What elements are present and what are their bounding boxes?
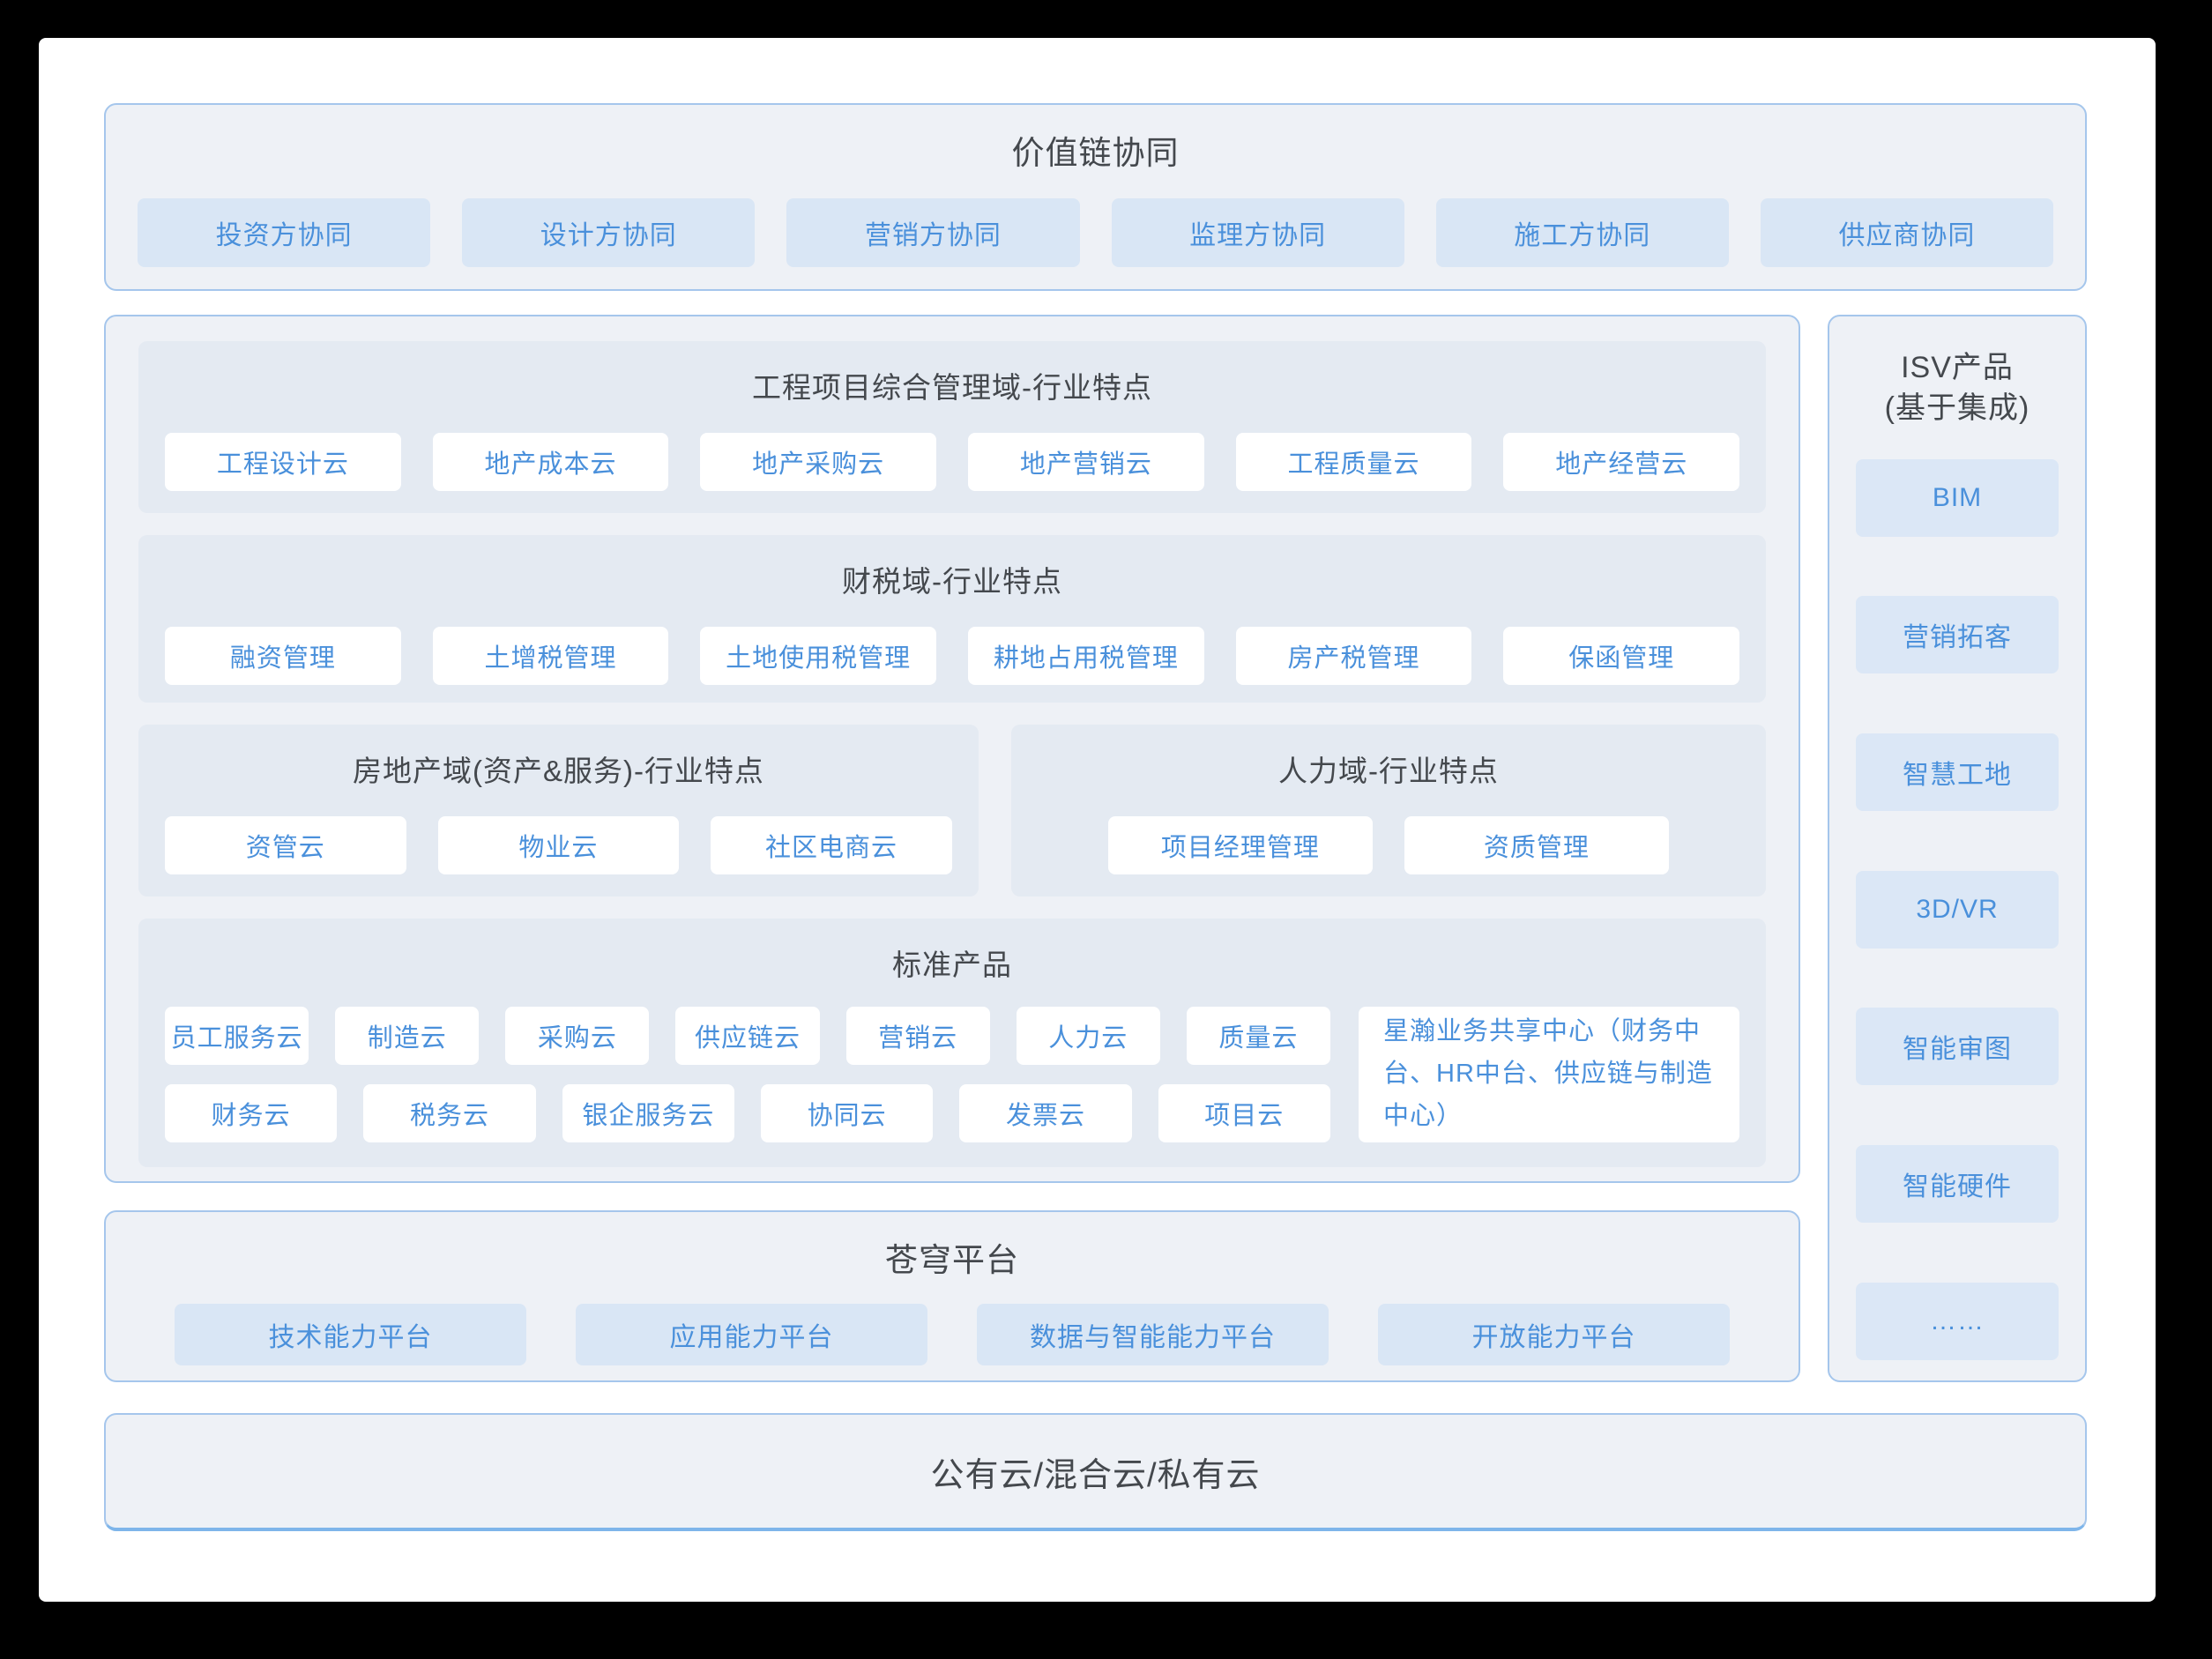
- standard-products-grid: 员工服务云 制造云 采购云 供应链云 营销云 人力云 质量云 财务云 税务云 银…: [165, 1007, 1330, 1142]
- chip-app-capability-platform: 应用能力平台: [576, 1304, 927, 1365]
- chip-project-cloud: 项目云: [1158, 1084, 1330, 1142]
- chip-supply-chain-cloud: 供应链云: [675, 1007, 820, 1065]
- engineering-domain-title: 工程项目综合管理域-行业特点: [752, 371, 1152, 404]
- value-chain-row: 投资方协同 设计方协同 营销方协同 监理方协同 施工方协同 供应商协同: [138, 198, 2054, 267]
- isv-item-3d-vr: 3D/VR: [1856, 870, 2059, 949]
- chip-bank-enterprise-service-cloud: 银企服务云: [562, 1084, 734, 1142]
- chip-open-capability-platform: 开放能力平台: [1378, 1304, 1730, 1365]
- human-resources-domain-row: 项目经理管理 资质管理: [1038, 816, 1739, 874]
- chip-realestate-cost-cloud: 地产成本云: [432, 433, 669, 491]
- chip-realestate-operation-cloud: 地产经营云: [1503, 433, 1740, 491]
- value-chain-section: 价值链协同 投资方协同 设计方协同 营销方协同 监理方协同 施工方协同 供应商协…: [104, 103, 2087, 291]
- isv-title-line1: ISV产品: [1901, 351, 2014, 384]
- finance-tax-domain-row: 融资管理 土增税管理 土地使用税管理 耕地占用税管理 房产税管理 保函管理: [165, 627, 1740, 685]
- cangqiong-platform-title: 苍穹平台: [885, 1242, 1019, 1278]
- standard-products-row1: 员工服务云 制造云 采购云 供应链云 营销云 人力云 质量云: [165, 1007, 1330, 1065]
- chip-engineering-design-cloud: 工程设计云: [165, 433, 401, 491]
- chip-property-cloud: 物业云: [437, 816, 680, 874]
- isv-item-bim: BIM: [1856, 458, 2059, 537]
- chip-quality-cloud: 质量云: [1186, 1007, 1330, 1065]
- isv-title-line2: (基于集成): [1884, 391, 2030, 425]
- cangqiong-platform-section: 苍穹平台 技术能力平台 应用能力平台 数据与智能能力平台 开放能力平台: [104, 1210, 1800, 1382]
- chip-tax-cloud: 税务云: [363, 1084, 536, 1142]
- human-resources-domain-title: 人力域-行业特点: [1277, 755, 1499, 787]
- isv-item-more: ……: [1856, 1282, 2059, 1360]
- standard-products-section: 标准产品 员工服务云 制造云 采购云 供应链云 营销云 人力云 质量云 财务云 …: [138, 919, 1766, 1167]
- chip-tech-capability-platform: 技术能力平台: [175, 1304, 526, 1365]
- chip-supplier-collab: 供应商协同: [1760, 198, 2054, 267]
- chip-property-tax-mgmt: 房产税管理: [1235, 627, 1472, 685]
- cangqiong-platform-row: 技术能力平台 应用能力平台 数据与智能能力平台 开放能力平台: [175, 1304, 1730, 1365]
- isv-item-smart-site: 智慧工地: [1856, 733, 2059, 812]
- chip-qualification-mgmt: 资质管理: [1404, 816, 1669, 874]
- isv-item-marketing-expansion: 营销拓客: [1856, 596, 2059, 674]
- standard-products-title: 标准产品: [892, 949, 1012, 981]
- architecture-diagram-page: 价值链协同 投资方协同 设计方协同 营销方协同 监理方协同 施工方协同 供应商协…: [39, 38, 2156, 1602]
- chip-guarantee-mgmt: 保函管理: [1503, 627, 1740, 685]
- standard-products-row2: 财务云 税务云 银企服务云 协同云 发票云 项目云: [165, 1084, 1330, 1142]
- real-estate-domain: 房地产域(资产&服务)-行业特点 资管云 物业云 社区电商云: [138, 725, 979, 896]
- chip-engineering-quality-cloud: 工程质量云: [1235, 433, 1472, 491]
- chip-marketing-cloud: 营销云: [845, 1007, 990, 1065]
- value-chain-title: 价值链协同: [1011, 135, 1180, 171]
- standard-products-body: 员工服务云 制造云 采购云 供应链云 营销云 人力云 质量云 财务云 税务云 银…: [165, 1007, 1739, 1142]
- chip-land-vat-mgmt: 土增税管理: [432, 627, 669, 685]
- engineering-domain: 工程项目综合管理域-行业特点 工程设计云 地产成本云 地产采购云 地产营销云 工…: [138, 341, 1766, 513]
- chip-collaboration-cloud: 协同云: [760, 1084, 934, 1142]
- chip-designer-collab: 设计方协同: [462, 198, 756, 267]
- isv-item-smart-hardware: 智能硬件: [1856, 1145, 2059, 1224]
- chip-procurement-cloud: 采购云: [505, 1007, 650, 1065]
- chip-hr-cloud: 人力云: [1016, 1007, 1160, 1065]
- chip-finance-cloud: 财务云: [165, 1084, 338, 1142]
- domain-pair-row: 房地产域(资产&服务)-行业特点 资管云 物业云 社区电商云 人力域-行业特点 …: [138, 725, 1766, 896]
- chip-marketing-collab: 营销方协同: [786, 198, 1080, 267]
- finance-tax-domain-title: 财税域-行业特点: [842, 565, 1062, 598]
- chip-farmland-occupation-tax-mgmt: 耕地占用税管理: [968, 627, 1204, 685]
- chip-supervisor-collab: 监理方协同: [1111, 198, 1404, 267]
- cloud-deployment-title: 公有云/混合云/私有云: [930, 1456, 1261, 1494]
- engineering-domain-row: 工程设计云 地产成本云 地产采购云 地产营销云 工程质量云 地产经营云: [165, 433, 1740, 491]
- chip-asset-mgmt-cloud: 资管云: [165, 816, 406, 874]
- chip-realestate-marketing-cloud: 地产营销云: [968, 433, 1204, 491]
- isv-products-title: ISV产品 (基于集成): [1856, 348, 2059, 429]
- shared-business-center-box: 星瀚业务共享中心（财务中台、HR中台、供应链与制造中心）: [1359, 1007, 1739, 1142]
- chip-manufacturing-cloud: 制造云: [335, 1007, 480, 1065]
- real-estate-domain-title: 房地产域(资产&服务)-行业特点: [352, 755, 764, 787]
- chip-community-ecommerce-cloud: 社区电商云: [711, 816, 952, 874]
- chip-financing-mgmt: 融资管理: [165, 627, 401, 685]
- human-resources-domain: 人力域-行业特点 项目经理管理 资质管理: [1010, 725, 1766, 896]
- chip-invoice-cloud: 发票云: [959, 1084, 1132, 1142]
- isv-products-list: BIM 营销拓客 智慧工地 3D/VR 智能审图 智能硬件 ……: [1856, 458, 2059, 1360]
- chip-realestate-procurement-cloud: 地产采购云: [700, 433, 937, 491]
- chip-investor-collab: 投资方协同: [138, 198, 431, 267]
- industry-domains-section: 工程项目综合管理域-行业特点 工程设计云 地产成本云 地产采购云 地产营销云 工…: [104, 315, 1800, 1183]
- isv-products-section: ISV产品 (基于集成) BIM 营销拓客 智慧工地 3D/VR 智能审图 智能…: [1828, 315, 2087, 1382]
- chip-project-manager-mgmt: 项目经理管理: [1107, 816, 1373, 874]
- isv-item-smart-drawing-review: 智能审图: [1856, 1008, 2059, 1086]
- chip-land-use-tax-mgmt: 土地使用税管理: [700, 627, 937, 685]
- chip-constructor-collab: 施工方协同: [1435, 198, 1729, 267]
- real-estate-domain-row: 资管云 物业云 社区电商云: [165, 816, 952, 874]
- cloud-deployment-bar: 公有云/混合云/私有云: [104, 1413, 2087, 1531]
- finance-tax-domain: 财税域-行业特点 融资管理 土增税管理 土地使用税管理 耕地占用税管理 房产税管…: [138, 535, 1766, 703]
- chip-employee-service-cloud: 员工服务云: [165, 1007, 309, 1065]
- chip-data-ai-capability-platform: 数据与智能能力平台: [977, 1304, 1329, 1365]
